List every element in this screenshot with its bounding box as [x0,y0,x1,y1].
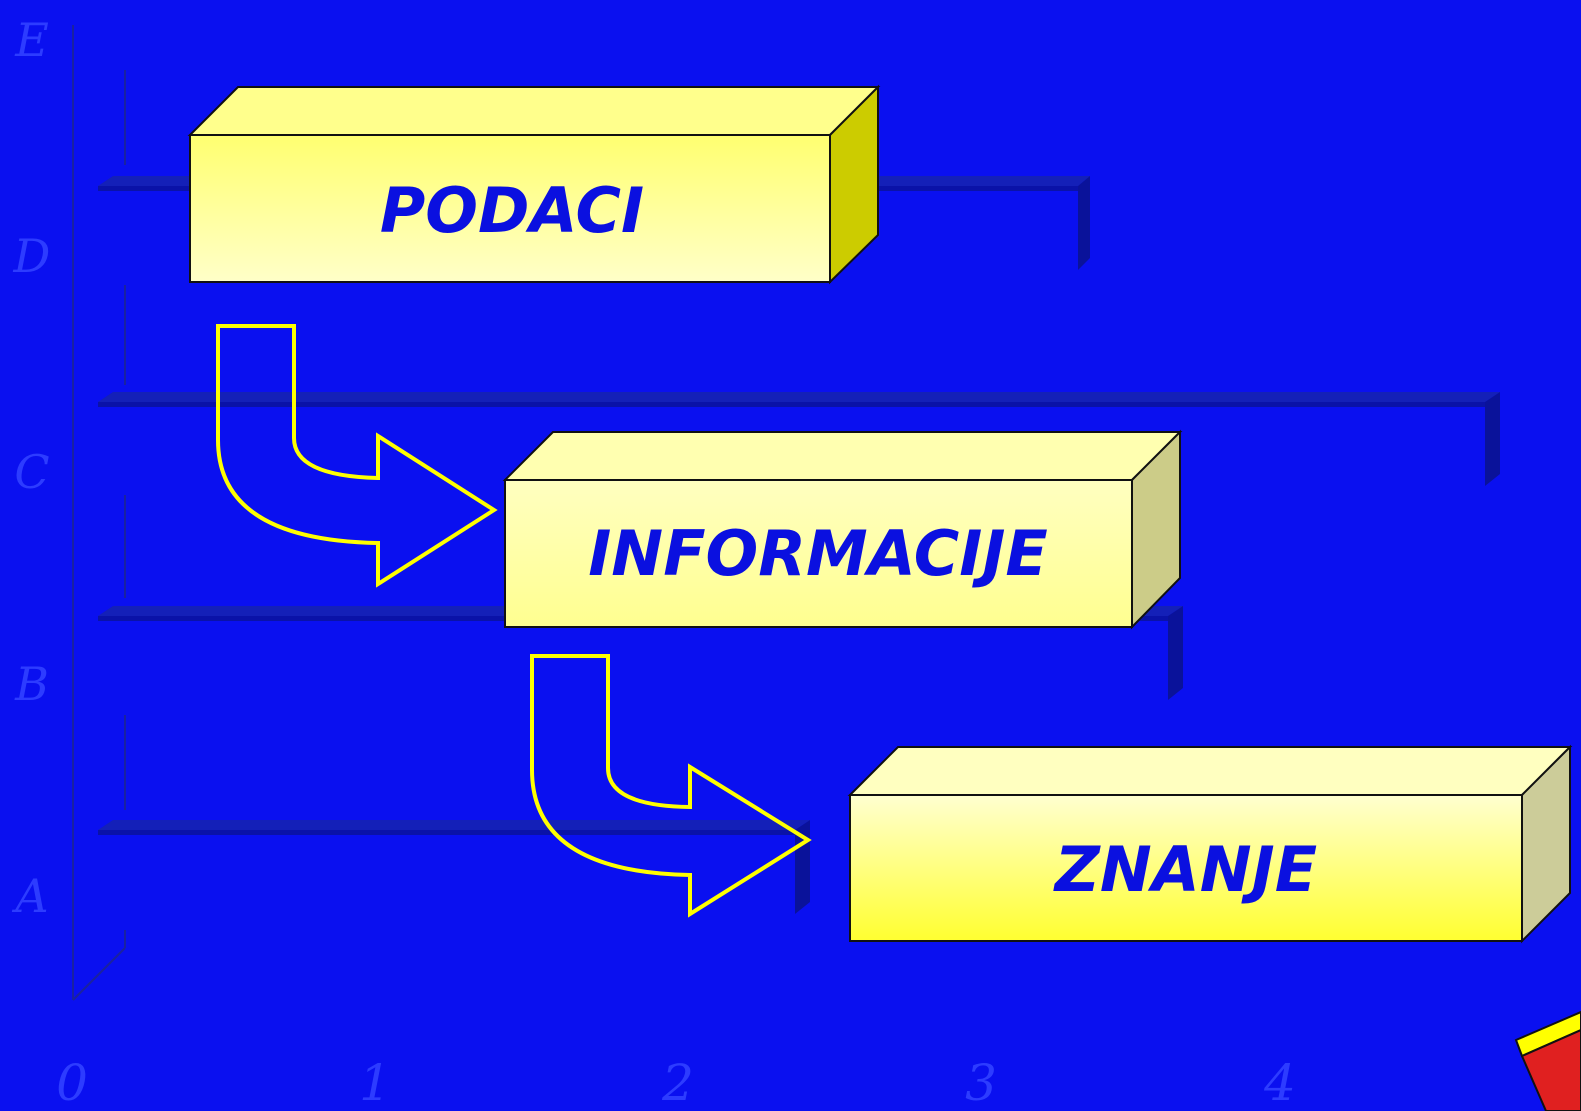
y-label-c: C [14,445,49,499]
x-label-3: 3 [965,1054,997,1111]
box-znanje-label: ZNANJE [1053,833,1317,906]
corner-emblem-icon [1514,1010,1581,1111]
y-label-d: D [13,229,51,283]
box-znanje: ZNANJE [847,744,1573,944]
box-informacije-front [504,479,1133,628]
box-informacije: INFORMACIJE [502,429,1183,630]
x-label-4: 4 [1263,1054,1296,1111]
y-label-a: A [11,869,48,923]
shelf-c [98,392,1500,486]
y-axis-labels: E D C B A [11,13,50,923]
box-podaci-top [187,86,881,136]
box-podaci-front [189,134,831,283]
box-podaci: PODACI [187,84,881,285]
y-label-e: E [14,13,49,67]
x-label-0: 0 [56,1054,88,1111]
box-znanje-front [849,794,1523,942]
box-podaci-label: PODACI [380,174,644,247]
box-informacije-label: INFORMACIJE [588,517,1048,590]
axis-frame [72,25,126,1001]
arrow-podaci-to-informacije [216,324,498,588]
box-informacije-top [502,431,1183,481]
x-label-2: 2 [661,1054,694,1111]
y-label-b: B [14,657,49,711]
arrow-informacije-to-znanje [530,654,812,918]
x-label-1: 1 [359,1054,391,1111]
box-znanje-top [847,746,1573,796]
x-axis-labels: 0 1 2 3 4 [56,1054,1296,1111]
